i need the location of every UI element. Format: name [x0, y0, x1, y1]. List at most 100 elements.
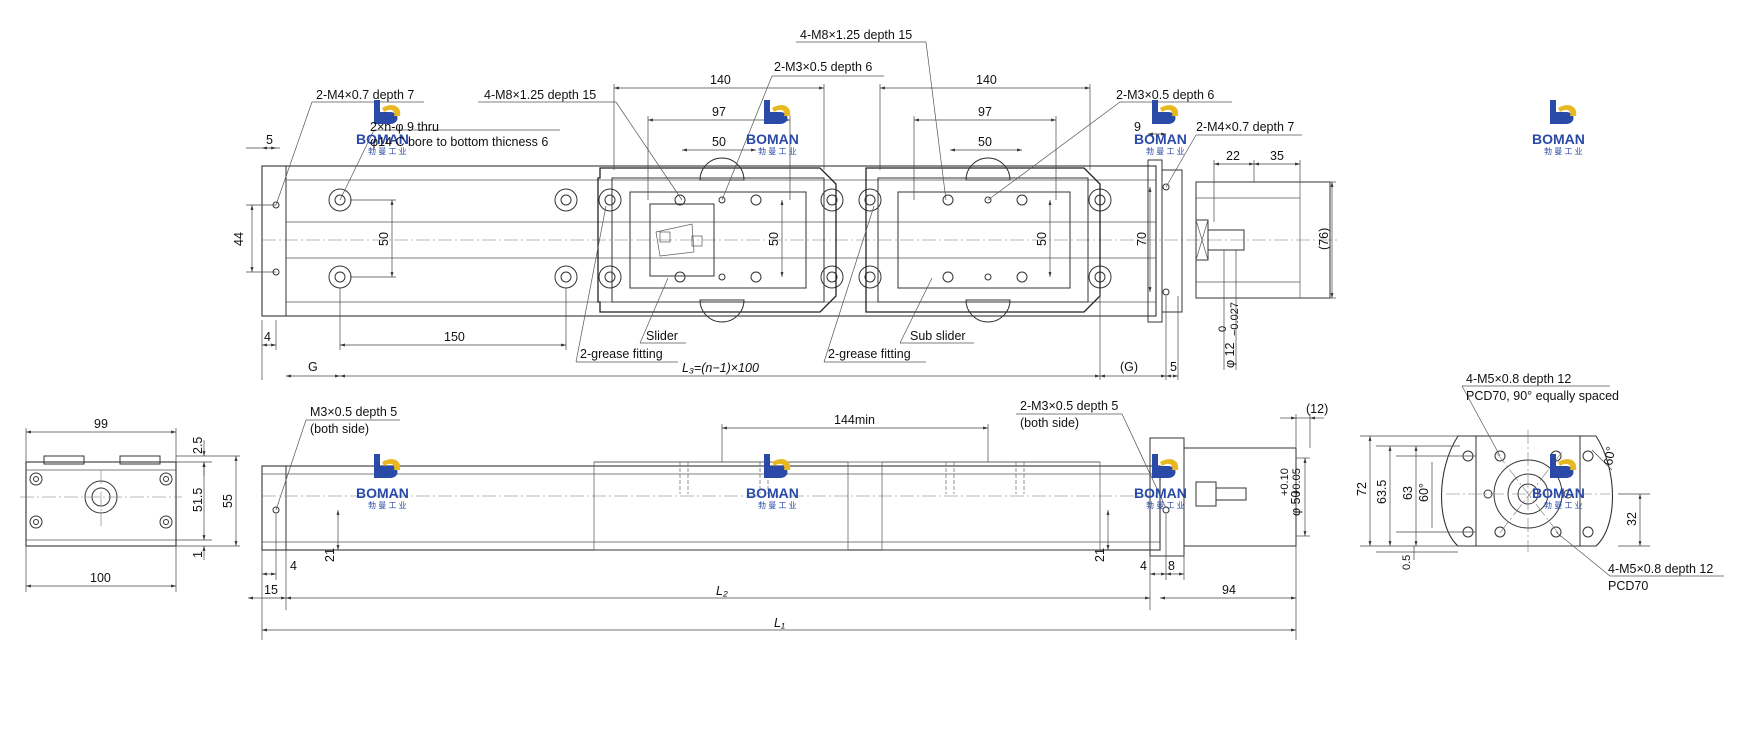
dim-21-b: 21 [1093, 548, 1107, 562]
dim-9: 9 [1134, 120, 1141, 134]
logo-sub: 勃 曼 工 业 [758, 146, 797, 156]
dim-35: 35 [1270, 149, 1284, 163]
dim-51-5: 51.5 [191, 488, 205, 512]
dim-4-b: 4 [1140, 559, 1147, 573]
dim-0-5: 0.5 [1401, 555, 1413, 570]
side-view [248, 413, 1324, 640]
dim-5: 5 [266, 133, 273, 147]
dim-g: G [308, 360, 318, 374]
dim-1: 1 [191, 551, 205, 558]
dim-50-v3: 50 [1035, 232, 1049, 246]
label-sub-slider: Sub slider [910, 329, 966, 343]
top-view [246, 41, 1340, 380]
logo-sub: 勃 曼 工 业 [1544, 146, 1583, 156]
dim-63-5: 63.5 [1375, 480, 1389, 504]
dim-32: 32 [1625, 512, 1639, 526]
callout-m8-left: 4-M8×1.25 depth 15 [484, 88, 596, 102]
dim-5-right: 5 [1170, 360, 1177, 374]
callout-m3-left-side: M3×0.5 depth 5 [310, 405, 397, 419]
callout-m4-left: 2-M4×0.7 depth 7 [316, 88, 414, 102]
logo-sub: 勃 曼 工 业 [1544, 500, 1583, 510]
logo-brand: BOMAN [356, 485, 409, 501]
callout-m3-slider: 2-M3×0.5 depth 6 [774, 60, 872, 74]
dim-50-a: 50 [712, 135, 726, 149]
logo-mark [1152, 100, 1179, 124]
side-view-leaders [275, 413, 1167, 511]
dim-50-tol-lo: +0.05 [1291, 468, 1303, 496]
dim-g-paren: (G) [1120, 360, 1138, 374]
label-grease-2: 2-grease fitting [828, 347, 911, 361]
logo-brand: BOMAN [1532, 485, 1585, 501]
dim-22: 22 [1226, 149, 1240, 163]
dim-12-shaft: φ 12 [1223, 342, 1237, 368]
label-l2: L₂ [716, 584, 728, 598]
logo-brand: BOMAN [746, 485, 799, 501]
label-l3: L₃=(n−1)×100 [682, 361, 759, 375]
dim-94: 94 [1222, 583, 1236, 597]
dim-63: 63 [1401, 486, 1415, 500]
dim-4: 4 [264, 330, 271, 344]
callouts: 4-M8×1.25 depth 15 4-M8×1.25 depth 15 2-… [310, 28, 1713, 630]
logo-brand: BOMAN [1134, 131, 1187, 147]
side-hidden-holes [272, 462, 1170, 514]
logo-brand: BOMAN [1532, 131, 1585, 147]
top-view-leaders [275, 41, 1302, 363]
side-view-dimensions [248, 414, 1324, 640]
logo-brand: BOMAN [356, 131, 409, 147]
logo-sub: 勃 曼 工 业 [368, 500, 407, 510]
dim-12-tol-up: 0 [1217, 326, 1229, 332]
dim-44: 44 [232, 232, 246, 246]
dim-2-5: 2.5 [191, 437, 205, 454]
callout-m5-top-1: 4-M5×0.8 depth 12 [1466, 372, 1571, 386]
callout-m8-top: 4-M8×1.25 depth 15 [800, 28, 912, 42]
side-motor [1183, 447, 1297, 547]
dim-99: 99 [94, 417, 108, 431]
dim-140-b: 140 [976, 73, 997, 87]
slider [597, 157, 837, 323]
logo-watermarks: BOMAN 勃 曼 工 业 BOMAN 勃 曼 工 业 BOMAN 勃 曼 工 … [356, 100, 1585, 510]
logo-sub: 勃 曼 工 业 [368, 146, 407, 156]
callout-m5-bot-2: PCD70 [1608, 579, 1648, 593]
dim-100: 100 [90, 571, 111, 585]
base-body [261, 165, 1157, 317]
callout-thru-2: φ14 C bore to bottom thicness 6 [370, 135, 548, 149]
dim-12-tol-lo: −0.027 [1229, 302, 1241, 336]
dim-60-deg-2: 60° [1601, 445, 1618, 466]
dim-76: (76) [1317, 228, 1331, 250]
shaft [1207, 229, 1245, 251]
dim-21-a: 21 [323, 548, 337, 562]
logo-mark [374, 454, 401, 478]
dim-97-b: 97 [978, 105, 992, 119]
dim-55: 55 [221, 494, 235, 508]
base-mount-holes [272, 183, 1170, 296]
callout-m5-top-2: PCD70, 90° equally spaced [1466, 389, 1619, 403]
callout-m3-right-side: 2-M3×0.5 depth 5 [1020, 399, 1118, 413]
dim-15: 15 [264, 583, 278, 597]
dim-97-a: 97 [712, 105, 726, 119]
logo-sub: 勃 曼 工 业 [758, 500, 797, 510]
end-view-right [1360, 385, 1724, 577]
logo-brand: BOMAN [746, 131, 799, 147]
dimension-values: 140 140 97 97 50 50 5 44 50 50 50 70 (76… [90, 73, 1639, 597]
side-body [261, 465, 1161, 551]
logo-mark [1550, 100, 1577, 124]
label-l1: L₁ [774, 616, 785, 630]
dim-50-tol-up: +0.10 [1279, 468, 1291, 496]
callout-both-side-1: (both side) [310, 422, 369, 436]
dim-50-v: 50 [377, 232, 391, 246]
dim-150: 150 [444, 330, 465, 344]
dim-50-shaft: φ 50 [1289, 490, 1303, 516]
dim-12-paren: (12) [1306, 402, 1328, 416]
callout-m5-bot-1: 4-M5×0.8 depth 12 [1608, 562, 1713, 576]
logo-mark [764, 454, 791, 478]
dim-70: 70 [1135, 232, 1149, 246]
dim-8: 8 [1168, 559, 1175, 573]
callout-thru-1: 2×n-φ 9 thru [370, 120, 439, 134]
callout-m4-right: 2-M4×0.7 depth 7 [1196, 120, 1294, 134]
dim-50-b: 50 [978, 135, 992, 149]
dim-50-v2: 50 [767, 232, 781, 246]
top-view-dimensions [246, 84, 1336, 380]
label-grease-1: 2-grease fitting [580, 347, 663, 361]
logo-mark [1152, 454, 1179, 478]
